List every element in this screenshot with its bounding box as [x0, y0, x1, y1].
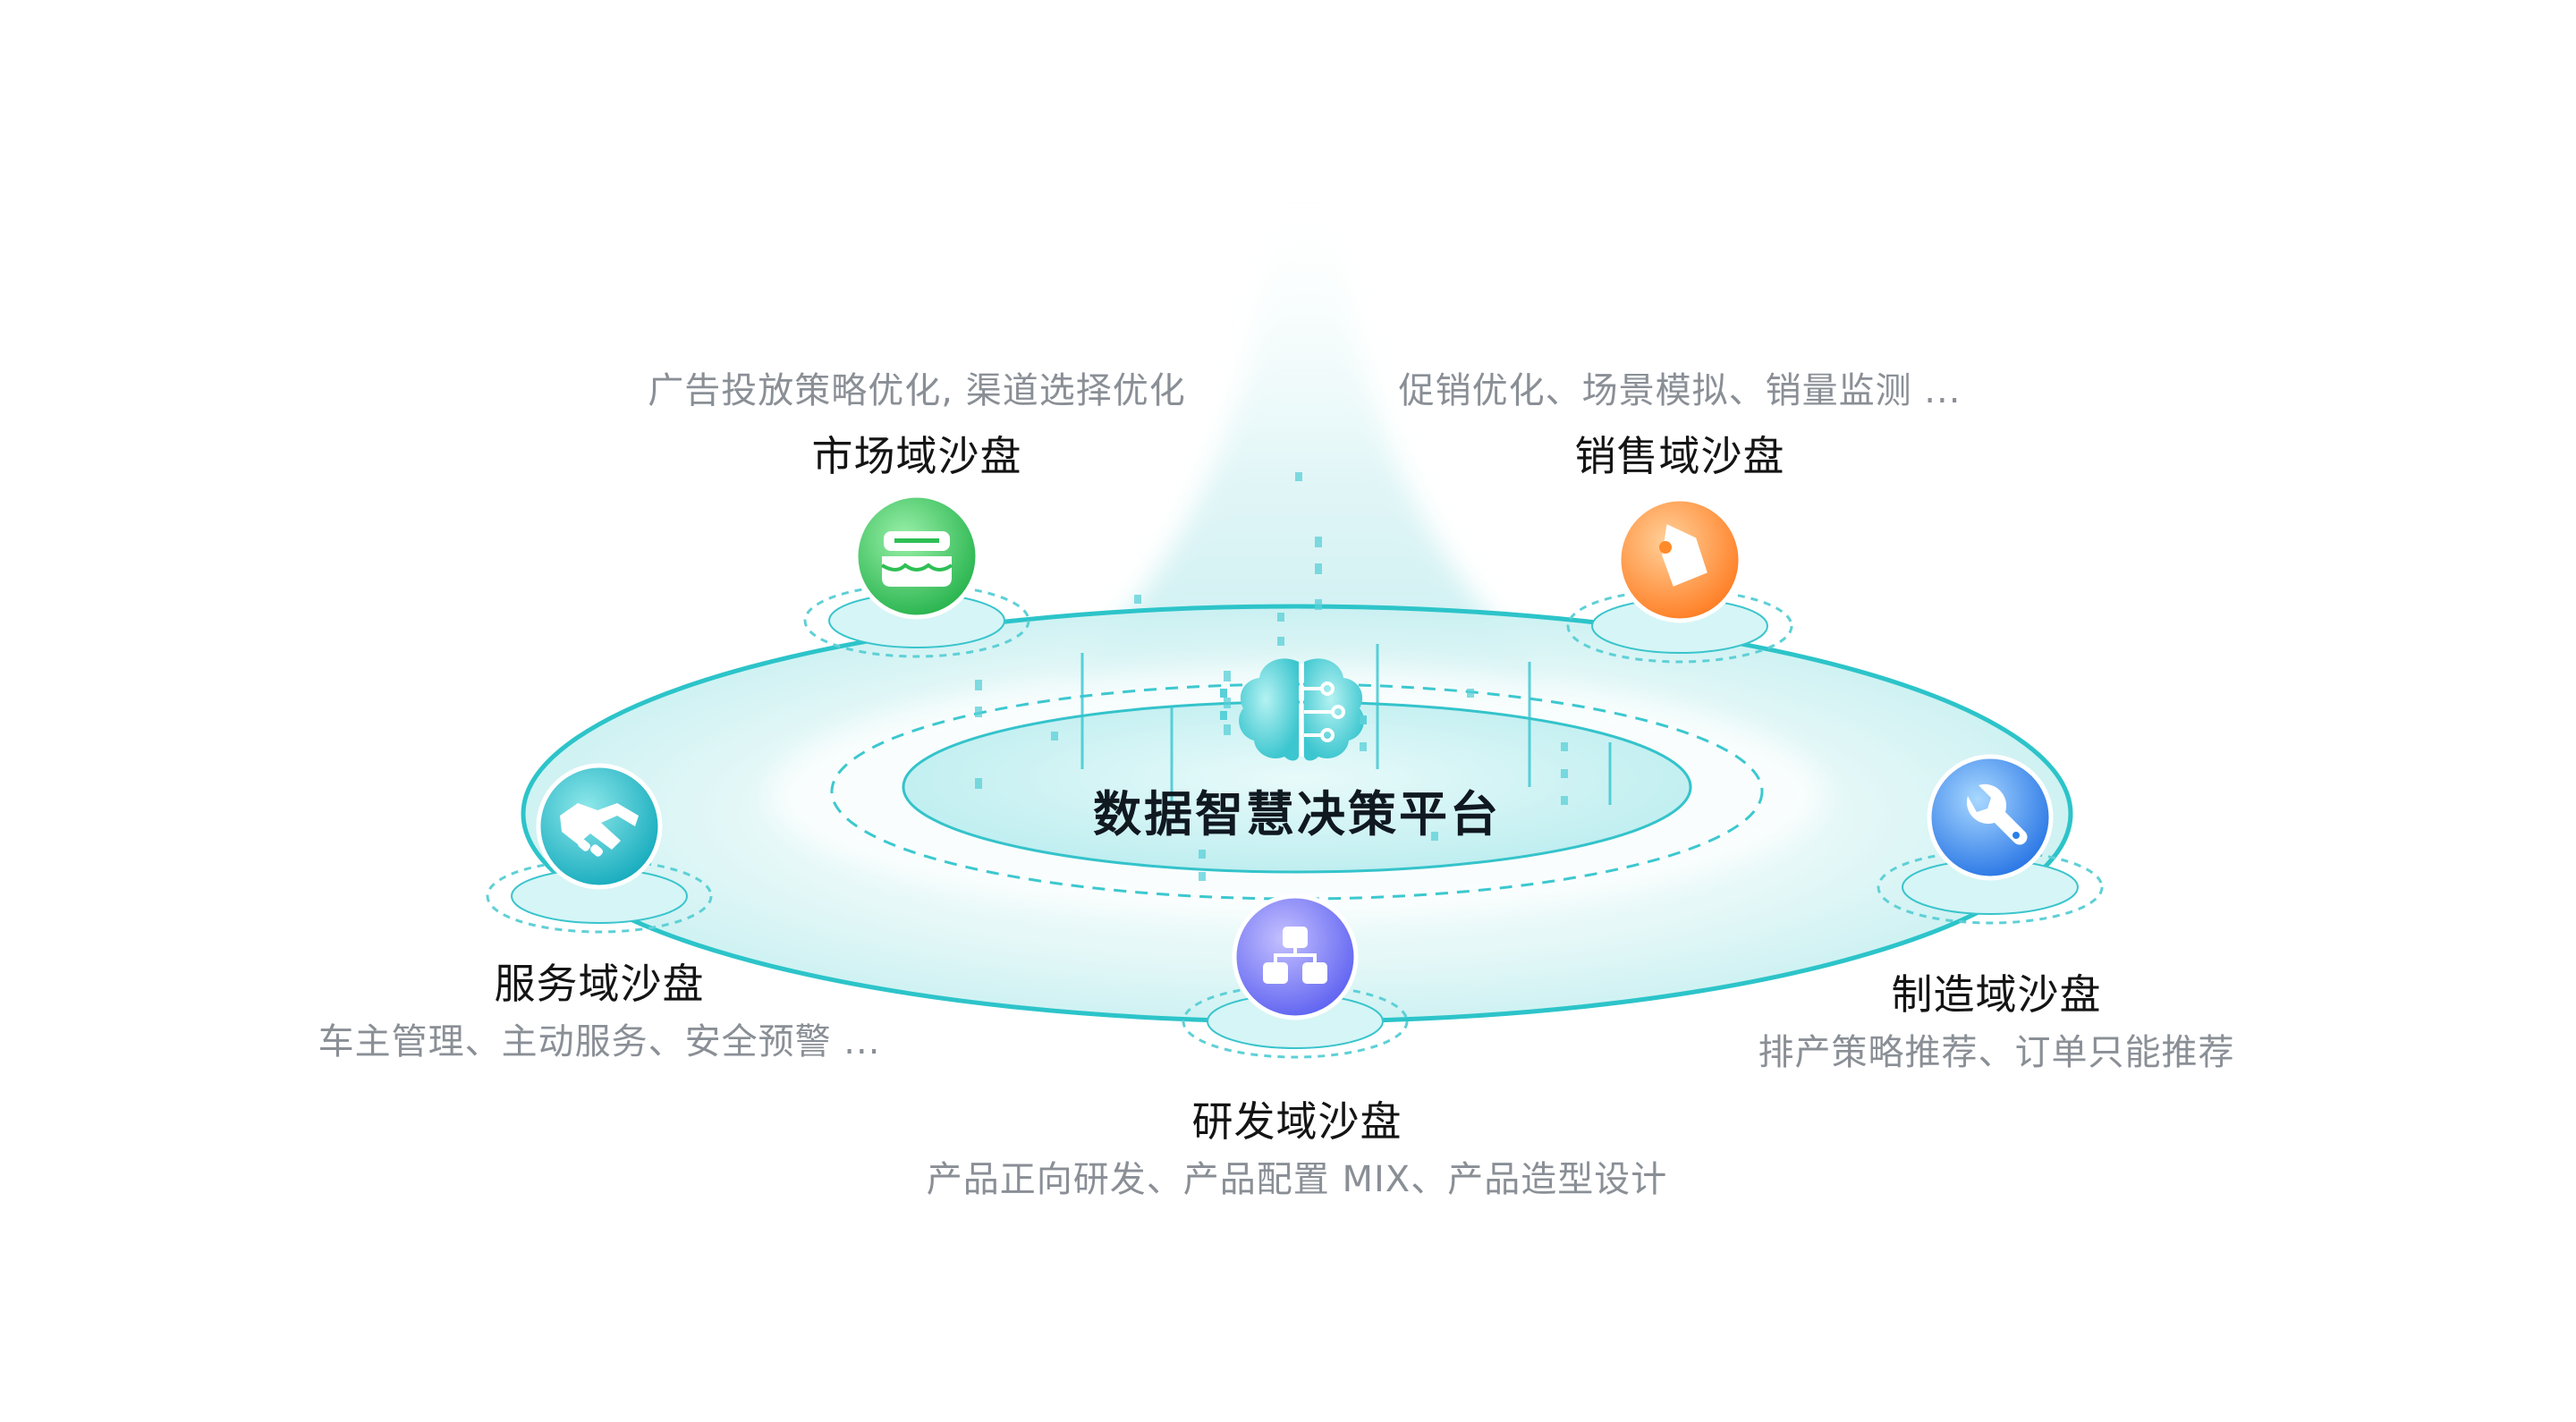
rnd-desc: 产品正向研发、产品配置 MIX、产品造型设计 — [926, 1159, 1668, 1200]
service-desc: 车主管理、主动服务、安全预警 ... — [318, 1021, 881, 1062]
market-node[interactable] — [803, 493, 1030, 658]
rnd-node[interactable] — [1182, 893, 1409, 1059]
center-title: 数据智慧决策平台 — [1093, 786, 1501, 842]
manufacturing-node[interactable] — [1877, 754, 2104, 925]
market-desc: 广告投放策略优化, 渠道选择优化 — [648, 370, 1186, 411]
service-title[interactable]: 服务域沙盘 — [494, 960, 705, 1008]
wrench-icon — [1966, 783, 2028, 845]
manufacturing-desc: 排产策略推荐、订单只能推荐 — [1758, 1032, 2235, 1073]
rnd-title[interactable]: 研发域沙盘 — [1191, 1097, 1402, 1146]
market-title[interactable]: 市场域沙盘 — [811, 432, 1022, 480]
light-lines — [1080, 644, 1612, 805]
sales-node[interactable] — [1566, 496, 1793, 664]
price-tag-icon — [1659, 524, 1707, 587]
service-node[interactable] — [486, 763, 713, 934]
particle-dots — [975, 472, 1568, 881]
handshake-icon — [560, 803, 639, 857]
hierarchy-icon — [1263, 927, 1327, 984]
manufacturing-title[interactable]: 制造域沙盘 — [1891, 970, 2102, 1019]
brain-circuit-icon — [1220, 658, 1367, 761]
storefront-icon — [880, 531, 953, 587]
sales-desc: 促销优化、场景模拟、销量监测 ... — [1398, 370, 1962, 411]
sales-title[interactable]: 销售域沙盘 — [1574, 432, 1785, 480]
